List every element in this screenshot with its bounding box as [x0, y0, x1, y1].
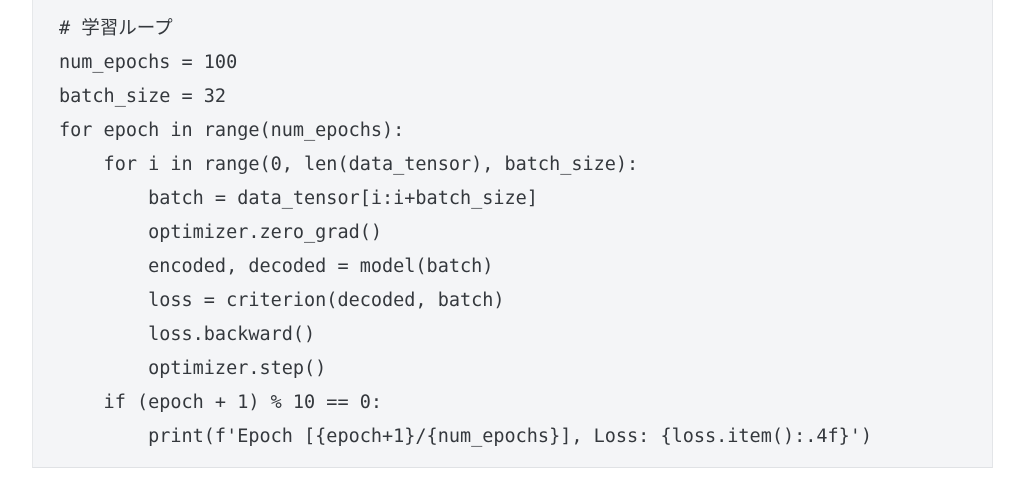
code-line: batch = data_tensor[i:i+batch_size] [59, 188, 538, 209]
code-body[interactable]: # 学習ループ num_epochs = 100 batch_size = 32 fo… [33, 0, 992, 464]
code-line: loss.backward() [59, 324, 316, 345]
code-line: encoded, decoded = model(batch) [59, 256, 494, 277]
code-block: # 学習ループ num_epochs = 100 batch_size = 32 fo… [32, 0, 993, 468]
code-line: if (epoch + 1) % 10 == 0: [59, 392, 383, 413]
code-line: optimizer.step() [59, 358, 327, 379]
code-line: loss = criterion(decoded, batch) [59, 290, 505, 311]
code-line: for epoch in range(num_epochs): [59, 120, 405, 141]
code-line: print(f'Epoch [{epoch+1}/{num_epochs}], … [59, 426, 873, 447]
code-line: num_epochs = 100 [59, 52, 238, 73]
code-line: # 学習ループ [59, 18, 173, 39]
code-line: for i in range(0, len(data_tensor), batc… [59, 154, 639, 175]
code-content: # 学習ループ num_epochs = 100 batch_size = 32 fo… [59, 12, 992, 454]
code-line: batch_size = 32 [59, 86, 227, 107]
code-line: optimizer.zero_grad() [59, 222, 383, 243]
